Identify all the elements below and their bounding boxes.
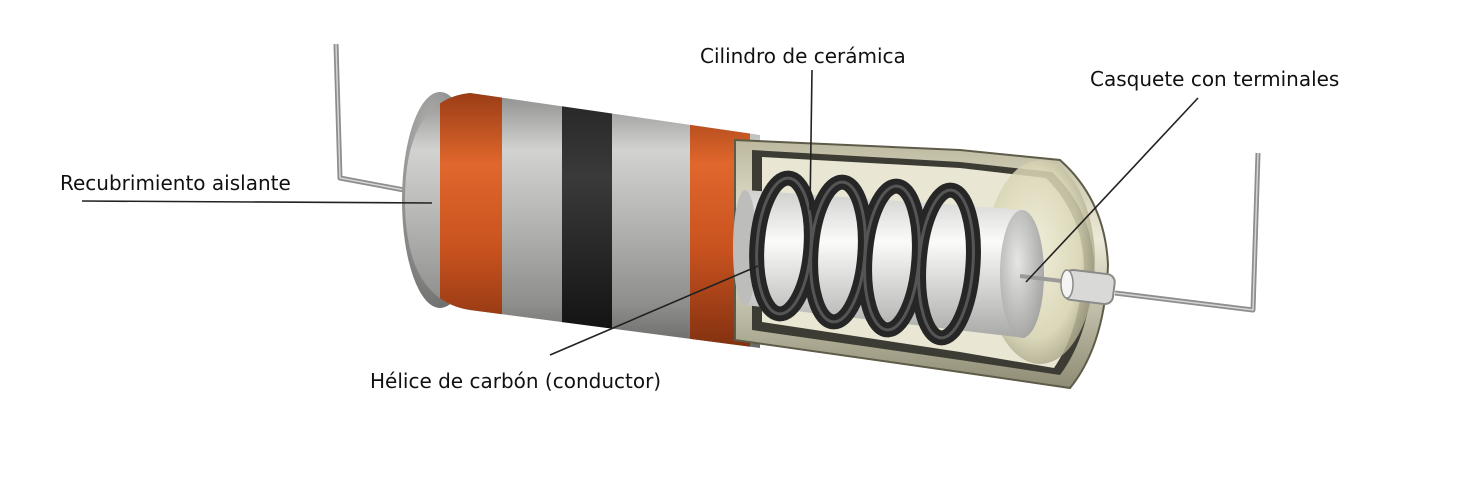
- leader-line-helix: [549, 265, 759, 356]
- insulating-coating: [405, 93, 760, 348]
- label-carbon-helix: Hélice de carbón (conductor): [370, 369, 662, 393]
- leader-line-cap: [1025, 97, 1199, 283]
- ceramic-cut-face: [1000, 210, 1044, 338]
- color-band-1: [440, 93, 502, 348]
- label-insulating-coating: Recubrimiento aislante: [60, 171, 291, 195]
- leader-line-coating: [81, 200, 433, 204]
- terminal-sleeve: [1019, 268, 1116, 306]
- label-cap-with-terminals: Casquete con terminales: [1090, 67, 1340, 91]
- label-ceramic-cylinder: Cilindro de cerámica: [700, 44, 906, 68]
- color-band-2: [562, 93, 612, 348]
- leader-line-ceramic: [809, 69, 813, 211]
- right-lead-wire: [1114, 152, 1261, 313]
